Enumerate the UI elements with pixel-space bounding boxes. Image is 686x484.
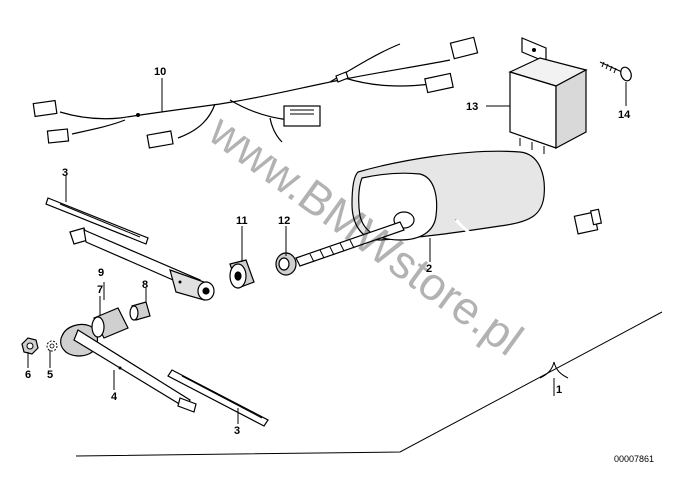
wiper-blade-upper (45, 197, 149, 245)
callout-4: 4 (111, 391, 118, 403)
relay-module (508, 37, 588, 154)
callout-9: 9 (98, 267, 104, 279)
callout-2: 2 (426, 263, 432, 275)
callout-13: 13 (466, 101, 478, 113)
callout-3-lower: 3 (234, 425, 240, 437)
washer-5 (46, 340, 58, 352)
leader-lines (27, 78, 627, 424)
callout-1: 1 (556, 384, 562, 396)
callout-10: 10 (154, 66, 166, 78)
callout-7: 7 (97, 284, 103, 296)
spacer-8 (129, 301, 151, 321)
nut-6 (21, 337, 39, 355)
assembly-bracket (75, 311, 663, 457)
wiper-blade-lower (167, 369, 269, 427)
callout-6: 6 (25, 369, 31, 381)
callout-labels: 1 2 3 3 4 5 6 7 8 9 10 11 12 13 14 (25, 66, 631, 437)
wiper-arm-lower (60, 323, 197, 413)
callout-3-upper: 3 (62, 167, 68, 179)
callout-5: 5 (47, 369, 53, 381)
callout-14: 14 (618, 109, 631, 121)
callout-8: 8 (142, 279, 148, 291)
screw (599, 61, 632, 82)
wiper-arm-upper (69, 227, 215, 301)
callout-12: 12 (278, 215, 290, 227)
motor-shaft (295, 221, 405, 267)
reference-number: 00007861 (614, 454, 654, 464)
callout-11: 11 (236, 215, 248, 227)
bushing-7 (91, 307, 129, 339)
watermark-text: www.BMWstore.pl (199, 103, 532, 365)
wiper-motor (351, 150, 603, 249)
wiring-harness (32, 36, 479, 149)
bushing-11 (229, 259, 255, 289)
ring-12 (275, 252, 297, 276)
